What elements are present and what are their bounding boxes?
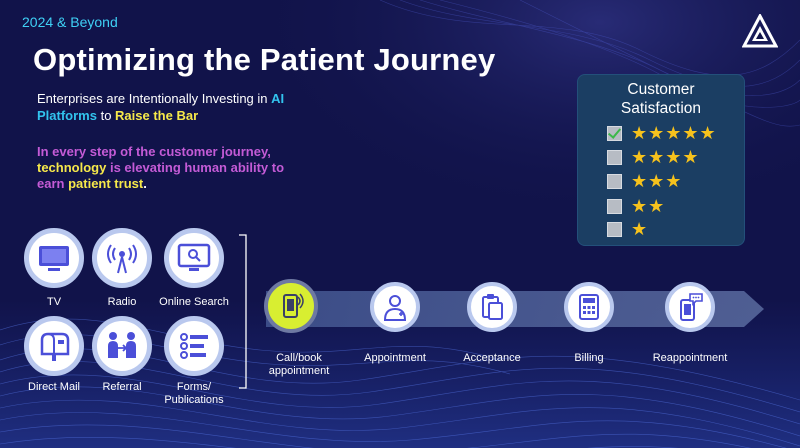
journey-step-acceptance[interactable] (467, 282, 517, 332)
calculator-icon (579, 294, 599, 320)
mailbox-icon (40, 332, 70, 361)
star-rating-icon: ★ (631, 219, 649, 239)
star-rating-icon: ★★★★★ (631, 123, 717, 143)
monitor-search-icon (177, 243, 211, 271)
journey-label-call-book: Call/book appointment (254, 352, 344, 378)
kicker-text: 2024 & Beyond (22, 14, 118, 30)
tagline: In every step of the customer journey, t… (37, 144, 312, 192)
tv-icon (39, 246, 69, 271)
phone-message-icon (680, 293, 703, 321)
rating-row-1[interactable]: ★ (607, 219, 648, 239)
doctor-icon (383, 295, 407, 321)
tagline-highlight-trust: patient trust (68, 176, 144, 191)
journey-label-call-book-line1: Call/book (276, 352, 322, 364)
clipboard-icon (482, 294, 503, 320)
channel-label-direct-mail: Direct Mail (28, 381, 80, 393)
journey-label-call-book-line2: appointment (268, 365, 330, 377)
channel-direct-mail (24, 316, 84, 376)
rating-checkbox[interactable] (607, 173, 622, 189)
satisfaction-title-line2: Satisfaction (620, 100, 702, 117)
channel-tv (24, 228, 84, 288)
star-rating-icon: ★★★★ (631, 147, 700, 167)
channel-label-radio: Radio (107, 296, 137, 308)
page-title: Optimizing the Patient Journey (33, 42, 496, 77)
rating-row-3[interactable]: ★★★ (607, 171, 682, 191)
subtitle-highlight-raise: Raise the Bar (115, 108, 199, 123)
subtitle-part: Enterprises are Intentionally Investing … (37, 91, 272, 106)
channel-label-forms: Forms/ Publications (149, 381, 239, 407)
rating-row-2[interactable]: ★★ (607, 196, 665, 216)
rating-checkbox[interactable] (607, 149, 622, 165)
rating-row-5[interactable]: ★★★★★ (607, 123, 717, 143)
subtitle: Enterprises are Intentionally Investing … (37, 90, 327, 124)
star-rating-icon: ★★ (631, 196, 666, 216)
journey-label-acceptance: Acceptance (463, 352, 521, 364)
channel-referral (92, 316, 152, 376)
tagline-part: is elevating human ability to earn (37, 160, 285, 191)
phone-call-icon (283, 293, 304, 318)
tagline-part: In every step of the customer journey, (37, 144, 271, 159)
subtitle-highlight-ai: AI Platforms (37, 91, 285, 123)
rating-checkbox-checked[interactable] (607, 125, 622, 141)
customer-satisfaction-card: Customer Satisfaction ★★★★★ ★★★★ ★★★ ★★ … (577, 74, 745, 246)
journey-step-appointment[interactable] (370, 282, 420, 332)
radio-tower-icon (107, 244, 137, 274)
journey-label-billing: Billing (574, 352, 604, 364)
journey-label-reappointment: Reappointment (652, 352, 728, 364)
rating-row-4[interactable]: ★★★★ (607, 147, 700, 167)
forms-list-icon (180, 333, 208, 359)
subtitle-part: to (96, 108, 116, 123)
journey-label-appointment: Appointment (364, 352, 426, 364)
satisfaction-title: Customer Satisfaction (578, 80, 744, 118)
star-rating-icon: ★★★ (631, 171, 683, 191)
people-referral-icon (108, 332, 136, 358)
channel-label-forms-line1: Forms/ (176, 381, 212, 393)
rating-checkbox[interactable] (607, 221, 622, 237)
satisfaction-title-line1: Customer (627, 81, 695, 98)
channel-forms (164, 316, 224, 376)
rating-checkbox[interactable] (607, 198, 622, 214)
journey-step-call-book[interactable] (264, 279, 318, 333)
channels-bracket (239, 234, 247, 389)
company-logo-icon (742, 14, 778, 48)
channel-label-tv: TV (46, 296, 62, 308)
channel-label-online-search: Online Search (159, 296, 229, 308)
channel-online-search (164, 228, 224, 288)
channel-label-forms-line2: Publications (164, 394, 224, 406)
tagline-period: . (143, 176, 147, 191)
channel-radio (92, 228, 152, 288)
tagline-highlight-technology: technology (37, 160, 107, 175)
journey-step-billing[interactable] (564, 282, 614, 332)
journey-step-reappointment[interactable] (665, 282, 715, 332)
channel-label-referral: Referral (102, 381, 142, 393)
